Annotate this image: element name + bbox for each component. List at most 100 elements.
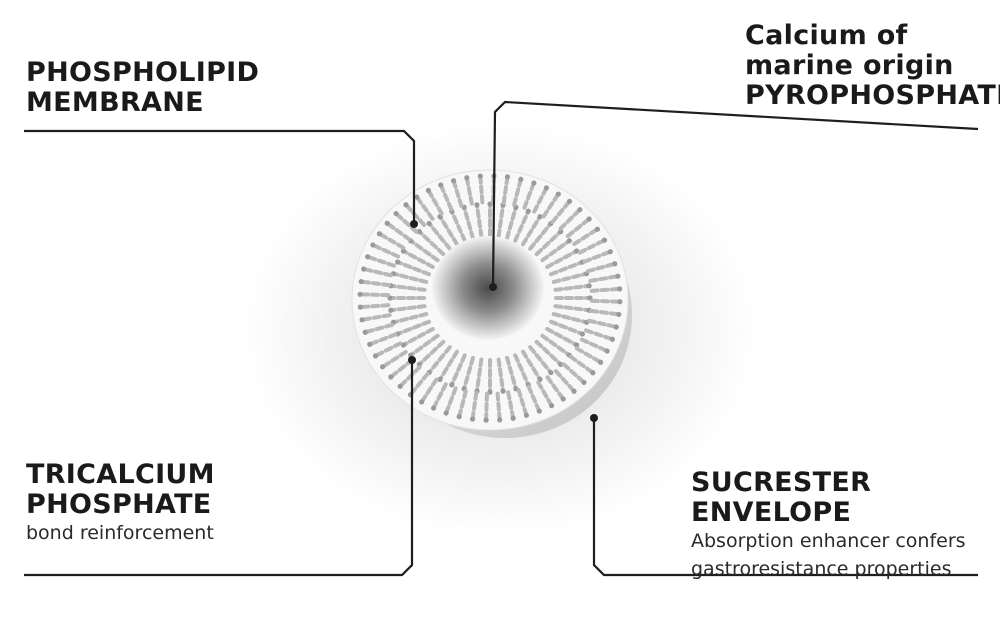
phospholipid-tail	[410, 333, 440, 357]
phospholipid-head	[456, 414, 462, 420]
phospholipid-head	[430, 405, 437, 411]
calcium-line2: marine origin	[745, 50, 954, 82]
phospholipid-leader-dot	[410, 220, 418, 228]
phospholipid-head	[590, 370, 596, 376]
phospholipid-tail	[420, 377, 439, 403]
phospholipid-head	[357, 291, 363, 297]
phospholipid-tail	[577, 238, 605, 255]
tricalcium-leader-dot	[408, 356, 416, 364]
phospholipid-tail	[457, 389, 468, 417]
phospholipid-tail	[439, 349, 459, 380]
phospholipid-tail	[545, 327, 577, 347]
phospholipid-tail	[501, 176, 510, 205]
phospholipid-head	[370, 242, 376, 248]
phospholipid-head	[379, 364, 386, 370]
calcium-line3: PYROPHOSPHATE	[745, 80, 1000, 112]
calcium-pyrophosphate-label: Calcium of marine origin PYROPHOSPHATE	[745, 20, 1000, 112]
phospholipid-tail	[390, 283, 427, 292]
phospholipid-membrane-label: PHOSPHOLIPID MEMBRANE	[26, 57, 260, 118]
sucrester-subtitle-line2: gastroresistance properties	[691, 558, 952, 581]
phospholipid-head	[357, 304, 363, 310]
phospholipid-tail	[521, 349, 541, 380]
phospholipid-head	[372, 353, 379, 359]
phospholipid-head	[500, 388, 506, 394]
phospholipid-tail	[439, 216, 459, 247]
phospholipid-tail	[439, 184, 454, 212]
phospholipid-head	[497, 417, 503, 423]
phospholipid-tail	[561, 362, 585, 384]
pyrophosphate-core	[432, 236, 544, 340]
phospholipid-tail	[363, 267, 393, 278]
phospholipid-tail	[506, 390, 515, 419]
phospholipid-head	[393, 210, 399, 217]
phospholipid-tail	[452, 180, 464, 208]
phospholipid-head	[523, 412, 530, 418]
phospholipid-tail	[475, 204, 484, 239]
phospholipid-tail	[360, 303, 391, 309]
phospholipid-head	[504, 174, 511, 180]
phospholipid-tail	[496, 357, 505, 392]
phospholipid-tail	[395, 212, 419, 234]
phospholipid-head	[425, 187, 432, 193]
phospholipid-tail	[522, 182, 536, 210]
phospholipid-tail	[418, 339, 446, 366]
phospholipid-head	[358, 278, 364, 285]
phospholipid-head	[531, 180, 537, 186]
phospholipid-head	[365, 254, 371, 260]
phospholipid-head	[443, 410, 449, 416]
phospholipid-tail	[428, 345, 452, 374]
phospholipid-tail	[585, 262, 615, 274]
phospholipid-head	[613, 324, 619, 330]
phospholipid-head	[403, 202, 409, 208]
phospholipid-head	[388, 374, 394, 380]
phospholipid-head	[416, 228, 422, 235]
phospholipid-tail	[526, 384, 541, 412]
phospholipid-head	[525, 208, 531, 214]
phospholipid-tail	[478, 176, 485, 205]
phospholipid-tail	[475, 357, 484, 392]
phospholipid-head	[617, 286, 623, 292]
tricalcium-phosphate-label: TRICALCIUM PHOSPHATE bond reinforcement	[26, 459, 215, 548]
phospholipid-head	[437, 376, 443, 383]
sucrester-title: SUCRESTER ENVELOPE	[691, 467, 872, 529]
phospholipid-tail	[551, 312, 587, 324]
phospholipid-head	[376, 231, 383, 237]
phospholipid-head	[574, 342, 580, 348]
phospholipid-tail	[558, 209, 581, 231]
phospholipid-head	[597, 359, 604, 365]
phospholipid-tail	[550, 200, 571, 225]
phospholipid-title-line1: PHOSPHOLIPID	[26, 57, 260, 88]
phospholipid-tail	[462, 355, 475, 389]
phospholipid-tail	[390, 304, 427, 313]
calcium-leader-dot	[489, 283, 497, 291]
phospholipid-tail	[399, 365, 422, 387]
phospholipid-tail	[534, 230, 562, 257]
phospholipid-tail	[589, 287, 620, 293]
phospholipid-tail	[548, 260, 583, 277]
phospholipid-tail	[484, 391, 489, 421]
phospholipid-tail	[495, 391, 502, 420]
phospholipid-tail	[528, 222, 552, 251]
phospholipid-tail	[418, 230, 446, 257]
phospholipid-head	[384, 220, 390, 226]
phospholipid-head	[477, 173, 483, 179]
phospholipid-head	[609, 336, 615, 342]
phospholipid-head	[604, 348, 610, 354]
phospholipid-head	[537, 213, 543, 220]
phospholipid-head	[615, 273, 621, 279]
phospholipid-head	[607, 249, 613, 255]
tricalcium-leader-line	[24, 360, 414, 577]
phospholipid-head	[438, 182, 444, 188]
phospholipid-tail	[513, 353, 530, 386]
phospholipid-layer	[357, 173, 623, 423]
phospholipid-tail	[365, 322, 395, 334]
phospholipid-tail	[375, 341, 403, 358]
phospholipid-tail	[568, 354, 594, 374]
sucrester-leader-dot	[590, 414, 598, 422]
phospholipid-tail	[553, 304, 590, 313]
phospholipid-tail	[565, 218, 590, 239]
phospholipid-head	[560, 396, 566, 402]
phospholipid-tail	[540, 239, 570, 263]
phospholipid-leader-line	[24, 129, 416, 224]
phospholipid-tail	[444, 386, 458, 414]
